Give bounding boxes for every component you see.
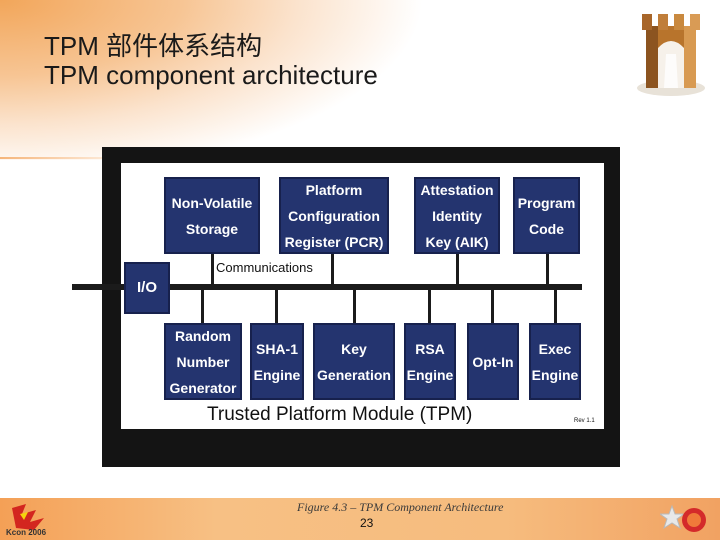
connector-keygen: [353, 288, 356, 324]
aik-box: Attestation Identity Key (AIK): [414, 177, 500, 254]
communication-bus: [72, 284, 582, 290]
sha1-engine-box: SHA-1 Engine: [250, 323, 304, 400]
diagram-title: Trusted Platform Module (TPM): [207, 404, 473, 425]
connector-sha1: [275, 288, 278, 324]
connector-optin: [491, 288, 494, 324]
io-box: I/O: [124, 262, 170, 314]
connector-rsa: [428, 288, 431, 324]
program-code-box: Program Code: [513, 177, 580, 254]
figure-caption: Figure 4.3 – TPM Component Architecture: [297, 500, 504, 514]
slide-title-english: TPM component architecture: [44, 60, 378, 90]
kcon-logo-text: Kcon 2006: [6, 528, 47, 537]
random-number-generator-box: Random Number Generator: [164, 323, 242, 400]
header-gradient: [0, 0, 720, 160]
connector-rng: [201, 288, 204, 324]
revision-label: Rev 1.1: [574, 418, 595, 424]
exec-engine-box: Exec Engine: [529, 323, 581, 400]
pcr-box: Platform Configuration Register (PCR): [279, 177, 389, 254]
connector-nv-storage: [211, 254, 214, 286]
connector-exec: [554, 288, 557, 324]
header-divider: [0, 157, 105, 159]
connector-aik: [456, 254, 459, 286]
star-badge-logo: [660, 504, 706, 532]
rsa-engine-box: RSA Engine: [404, 323, 456, 400]
key-generation-box: Key Generation: [313, 323, 395, 400]
connector-pcr: [331, 254, 334, 286]
page-number: 23: [360, 516, 374, 530]
slide-title-chinese: TPM 部件体系结构: [44, 31, 263, 61]
non-volatile-storage-box: Non-Volatile Storage: [164, 177, 260, 254]
opt-in-box: Opt-In: [467, 323, 519, 400]
bus-label: Communications: [215, 260, 314, 275]
footer-bar: [0, 498, 720, 540]
castle-tower-logo: [637, 14, 705, 96]
kcon-logo-icon: [12, 504, 44, 530]
connector-program-code: [546, 254, 549, 286]
